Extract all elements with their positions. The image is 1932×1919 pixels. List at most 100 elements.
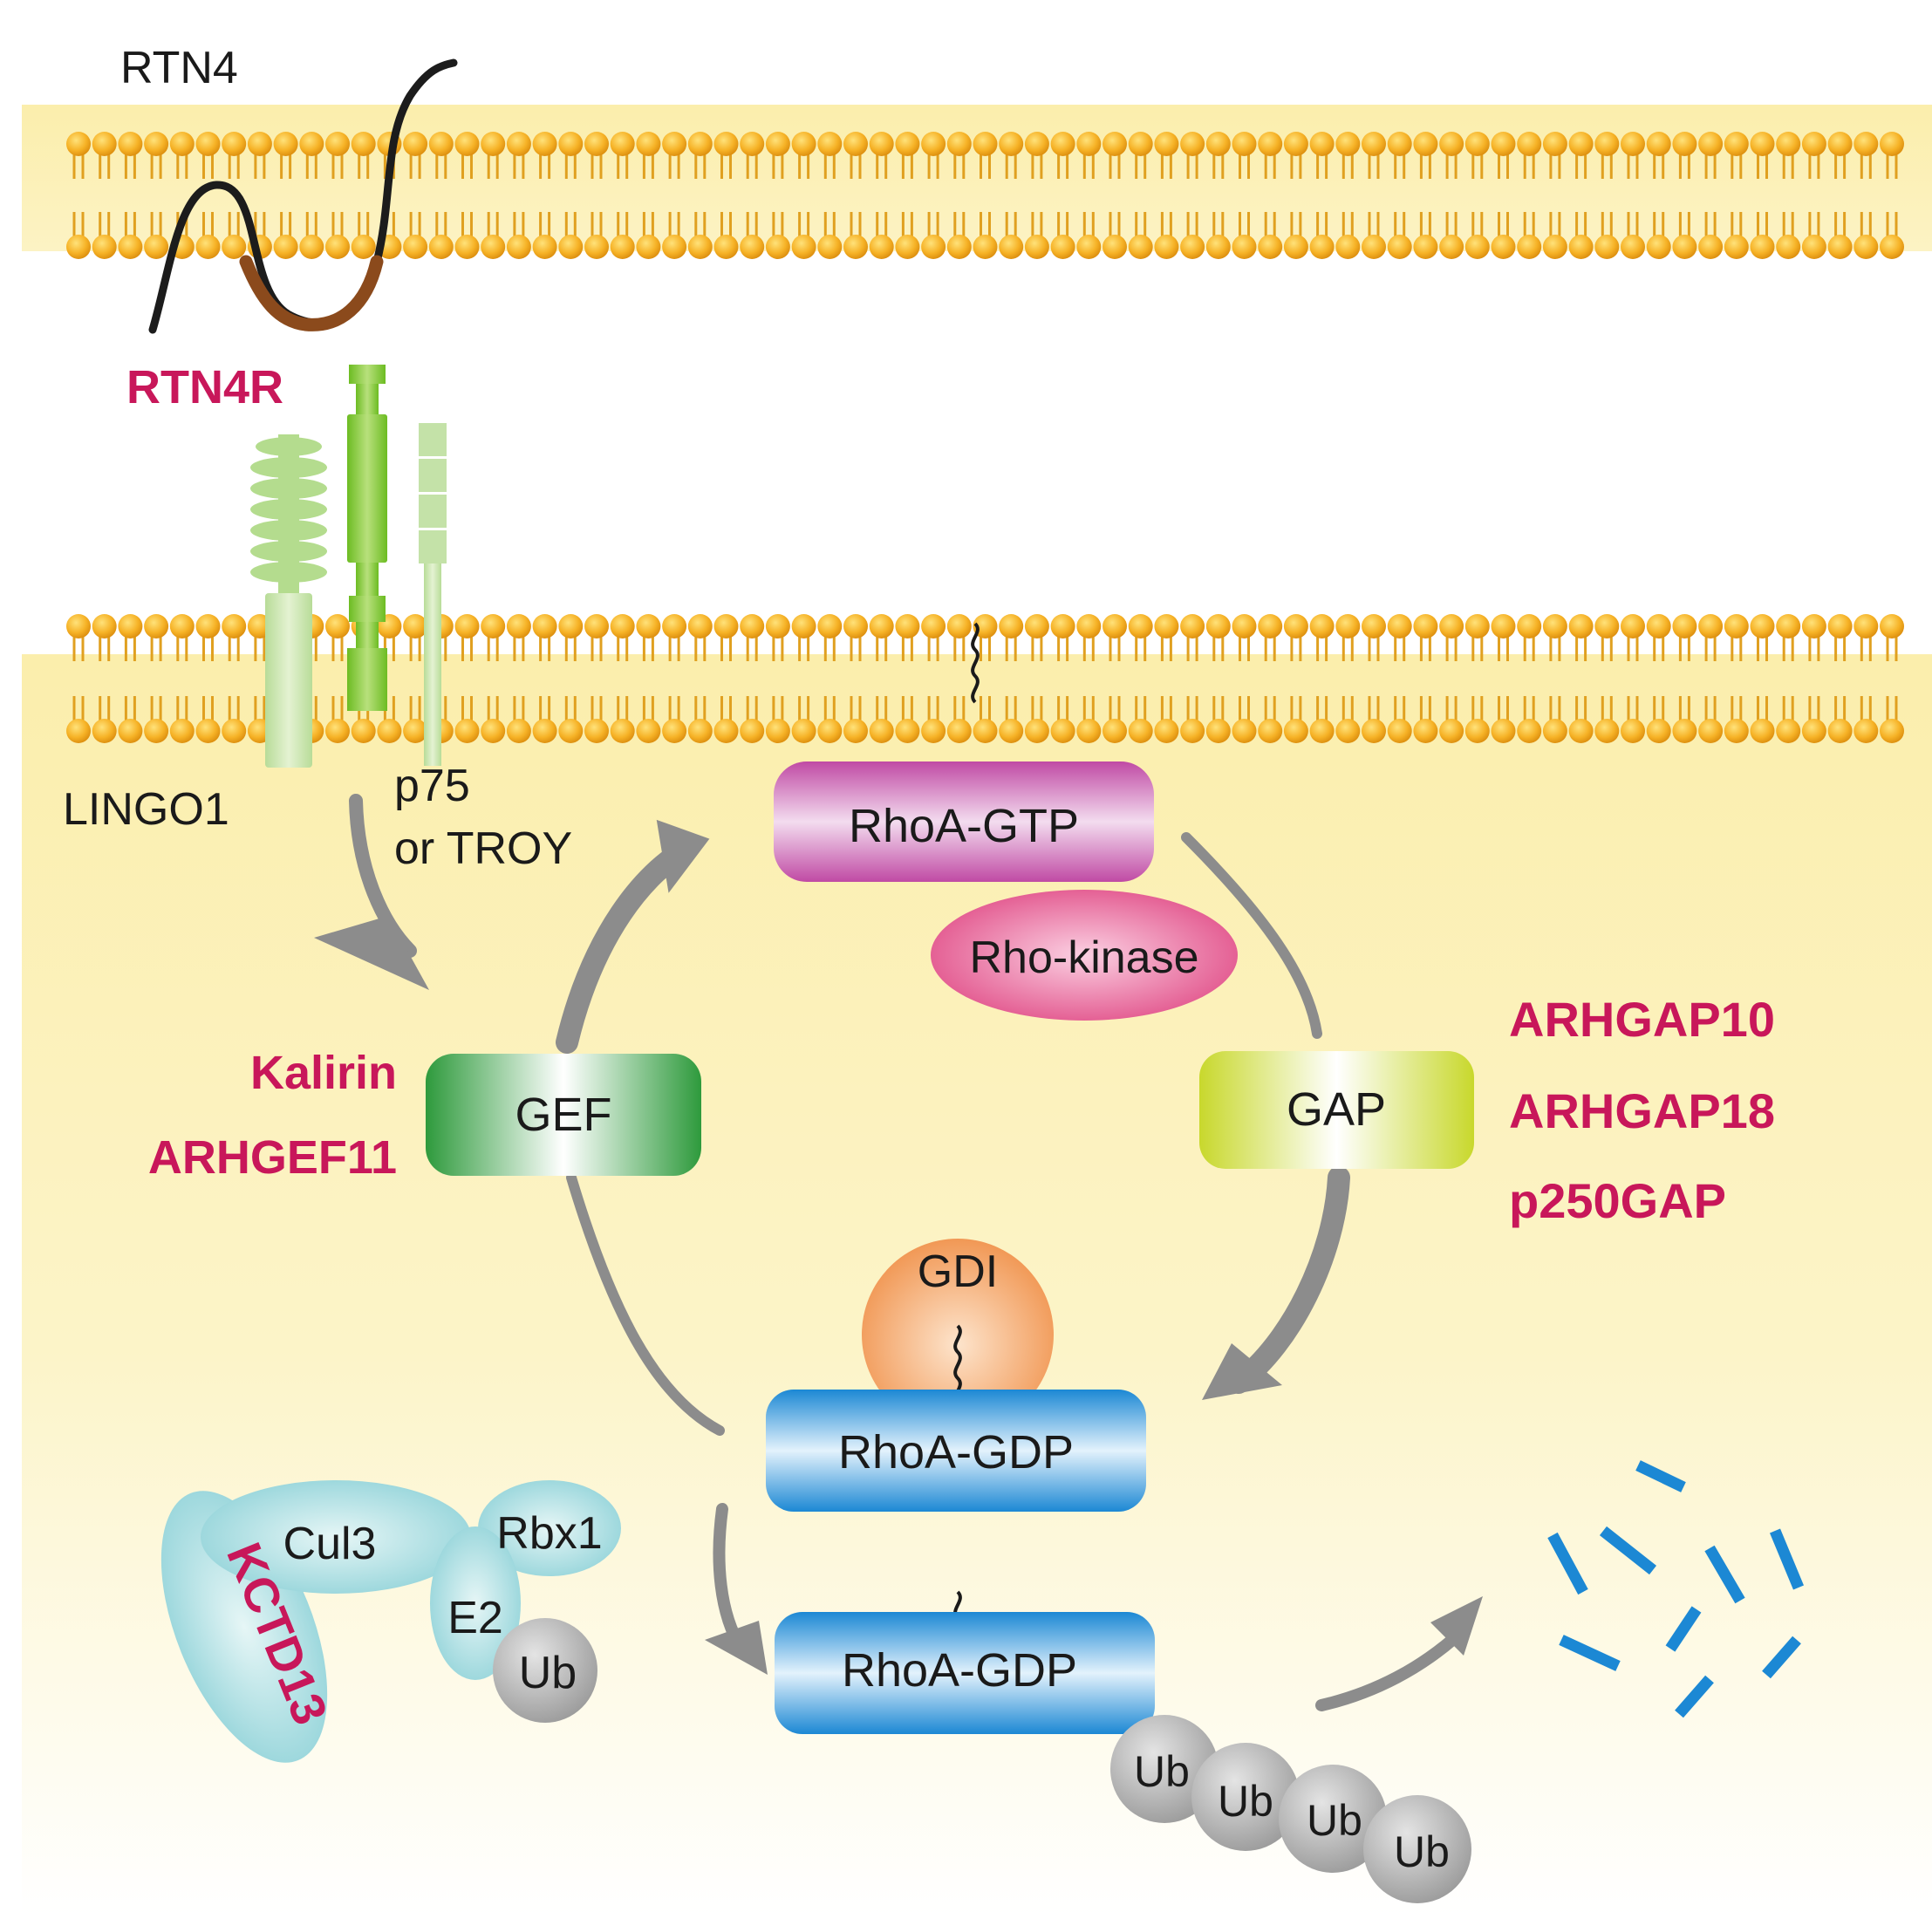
- lipid-head: [1724, 614, 1749, 639]
- lipid-head: [222, 614, 247, 639]
- lipid-head: [869, 719, 894, 743]
- lipid-head: [713, 235, 739, 259]
- arrowhead-ub: [705, 1621, 768, 1675]
- lipid-head: [713, 719, 739, 743]
- lipid-head: [195, 132, 221, 156]
- degraded-fragments: [1547, 1460, 1805, 1718]
- lipid-head: [118, 719, 143, 743]
- lipid-head: [1698, 719, 1724, 743]
- lipid-head: [895, 132, 920, 156]
- lipid-head: [92, 132, 117, 156]
- lipid-head: [662, 719, 687, 743]
- lipid-head: [636, 235, 661, 259]
- lipid-head: [558, 719, 584, 743]
- lipid-head: [1880, 614, 1904, 639]
- top-membrane-band: [22, 105, 1932, 251]
- lipid-head: [869, 614, 894, 639]
- lipid-head: [1439, 614, 1464, 639]
- lipid-head: [843, 719, 868, 743]
- lipid-head: [1853, 235, 1879, 259]
- lipid-head: [169, 719, 195, 743]
- lipid-head: [403, 614, 428, 639]
- lipid-head: [454, 132, 480, 156]
- lipid-head: [377, 719, 402, 743]
- lipid-head: [1776, 614, 1801, 639]
- lipid-head: [1180, 132, 1205, 156]
- lipid-head: [1542, 132, 1567, 156]
- lingo1-receptor: [250, 434, 327, 768]
- lipid-head: [1646, 132, 1671, 156]
- lipid-head: [1439, 235, 1464, 259]
- e2-node: [430, 1526, 521, 1680]
- lipid-head: [662, 614, 687, 639]
- rhoa-gtp-label: RhoA-GTP: [849, 800, 1079, 852]
- lipid-head: [1024, 614, 1049, 639]
- lipid-head: [1750, 235, 1775, 259]
- lipid-head: [1335, 235, 1361, 259]
- lipid-head: [1128, 719, 1153, 743]
- lipid-head: [273, 235, 298, 259]
- lipid-head: [1698, 235, 1724, 259]
- lipid-head: [1335, 132, 1361, 156]
- lipid-head: [946, 235, 972, 259]
- fragment-2: [1547, 1532, 1588, 1595]
- lipid-head: [325, 132, 350, 156]
- gef-label: GEF: [515, 1089, 611, 1141]
- lipid-head: [946, 719, 972, 743]
- lipid-head: [817, 132, 843, 156]
- lipid-head: [506, 235, 531, 259]
- lipid-head: [299, 132, 324, 156]
- lipid-head: [1283, 132, 1308, 156]
- lipid-head: [506, 719, 531, 743]
- lipid-head: [1128, 132, 1153, 156]
- lipid-head: [921, 719, 946, 743]
- lipid-head: [195, 235, 221, 259]
- lipid-head: [687, 132, 713, 156]
- lingo1-label: LINGO1: [63, 784, 229, 835]
- lipid-head: [144, 132, 169, 156]
- lipid-head: [1205, 614, 1231, 639]
- ubiquitin-chain: [1110, 1715, 1471, 1903]
- gap-regulator-arhgap10: ARHGAP10: [1509, 992, 1775, 1047]
- lipid-head: [895, 235, 920, 259]
- rhoa-gdp-ub-node: [775, 1612, 1155, 1734]
- lipid-head: [481, 235, 506, 259]
- lipid-head: [403, 132, 428, 156]
- lipid-head: [66, 719, 91, 743]
- fragment-1: [1635, 1460, 1686, 1492]
- lipid-head: [1362, 132, 1386, 156]
- lipid-head: [1646, 719, 1671, 743]
- lipid-head: [92, 719, 117, 743]
- lipid-head: [1283, 719, 1308, 743]
- rhoa-gdp-ub-label: RhoA-GDP: [842, 1644, 1077, 1697]
- lipid-head: [1335, 614, 1361, 639]
- lipid-head: [1180, 719, 1205, 743]
- lipid-head: [1024, 235, 1049, 259]
- lipid-head: [1750, 614, 1775, 639]
- lipid-head: [1801, 132, 1826, 156]
- lipid-head: [1517, 132, 1542, 156]
- lipid-head: [687, 614, 713, 639]
- rbx1-label: Rbx1: [496, 1508, 602, 1559]
- ub-chain-label-2: Ub: [1218, 1777, 1273, 1826]
- lipid-head: [351, 132, 376, 156]
- lipid-head: [1232, 132, 1257, 156]
- lipid-head: [921, 132, 946, 156]
- fragment-7: [1559, 1635, 1621, 1671]
- lipid-head: [195, 614, 221, 639]
- lipid-head: [1853, 719, 1879, 743]
- lipid-head: [118, 132, 143, 156]
- lipid-head: [1103, 719, 1127, 743]
- lipid-head: [1672, 719, 1697, 743]
- lipid-head: [118, 235, 143, 259]
- lipid-head: [506, 132, 531, 156]
- lipid-head: [532, 235, 557, 259]
- lipid-head: [558, 614, 584, 639]
- lipid-head: [66, 614, 91, 639]
- lipid-head: [791, 614, 816, 639]
- lipid-head: [1362, 719, 1386, 743]
- lipid-head: [169, 132, 195, 156]
- lipid-head: [740, 132, 765, 156]
- lipid-head: [895, 719, 920, 743]
- rtn4r-label: RTN4R: [126, 361, 283, 413]
